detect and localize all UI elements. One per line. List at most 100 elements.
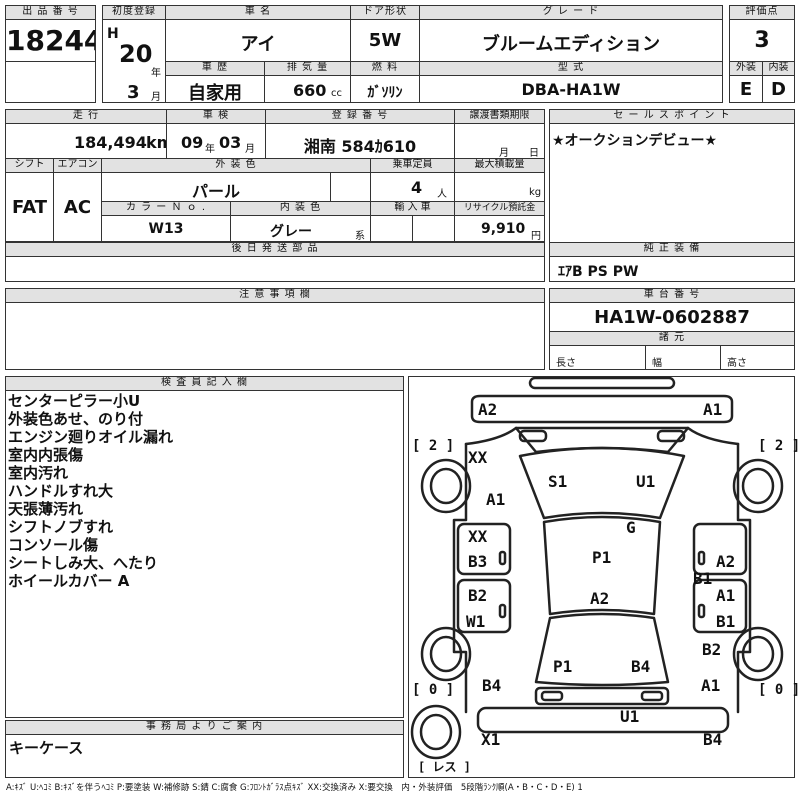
transfer-month-unit: 月 <box>499 148 509 159</box>
recycle-fee: 9,910 <box>481 221 526 237</box>
ext-grade-header: 外装 <box>729 61 763 76</box>
model-box: DBA-HA1W <box>419 75 723 103</box>
length-box: 長さ <box>549 345 646 370</box>
int-color-suffix: 系 <box>355 231 365 242</box>
remark-line: シートしみ大、へたり <box>8 554 159 572</box>
transfer-day-unit: 日 <box>529 148 539 159</box>
remark-line: ホイールカバー A <box>8 572 130 590</box>
later-parts-header: 後 日 発 送 部 品 <box>5 242 545 257</box>
grade-box: ブルームエディション <box>419 19 723 62</box>
length-label: 長さ <box>556 358 576 369</box>
ext-color: パール <box>191 182 240 201</box>
int-color-box: グレー 系 <box>230 215 371 242</box>
capacity-header: 乗車定員 <box>370 158 455 173</box>
history: 自家用 <box>188 83 242 104</box>
inspection-month-unit: 月 <box>245 144 255 155</box>
recycle-header: リサイクル預託金 <box>454 201 545 216</box>
displacement-header: 排 気 量 <box>264 61 351 76</box>
height-label: 高さ <box>727 358 747 369</box>
inspection-year: 09 <box>181 133 204 152</box>
color-no-box: W13 <box>101 215 231 242</box>
remark-line: 室内内張傷 <box>8 446 84 464</box>
equipment: ｴｱB PS PW <box>558 264 639 280</box>
import-box-a <box>370 215 413 242</box>
office-box: キーケース <box>5 734 404 778</box>
ext-grade: E <box>739 79 753 100</box>
grade: ブルームエディション <box>481 34 661 55</box>
ac-box: AC <box>53 172 102 242</box>
lot-number-blank <box>5 61 96 103</box>
damage-mark: G <box>626 518 636 537</box>
remark-line: 天張薄汚れ <box>8 500 84 518</box>
reg-month: 3 <box>127 82 140 103</box>
damage-mark: XX <box>468 448 488 467</box>
color-no: W13 <box>148 221 184 237</box>
lot-number-box: 18244 <box>5 19 96 62</box>
capacity-unit: 人 <box>437 189 447 200</box>
damage-mark: X1 <box>481 730 501 749</box>
damage-mark: A2 <box>478 400 498 419</box>
score: 3 <box>754 28 770 53</box>
damage-mark: B1 <box>716 612 736 631</box>
notes-header: 注 意 事 項 欄 <box>5 288 545 303</box>
max-load-box: kg <box>454 172 545 202</box>
office-note: キーケース <box>9 739 84 757</box>
inspection-box: 09 年 03 月 <box>166 123 266 159</box>
damage-mark: A2 <box>716 552 736 571</box>
damage-mark: B4 <box>703 730 723 749</box>
damage-mark: B4 <box>631 657 651 676</box>
specs-header: 諸 元 <box>549 331 795 346</box>
damage-mark: P1 <box>553 657 573 676</box>
int-grade-box: D <box>762 75 795 103</box>
damage-mark: B4 <box>482 676 502 695</box>
ac-header: エアコン <box>53 158 102 173</box>
tire-tread-rear-left: [ 0 ] <box>412 682 455 698</box>
reg-year: 20 <box>119 40 153 68</box>
fuel: ｶﾞｿﾘﾝ <box>367 85 403 101</box>
plate-number: 湘南 584ｶ610 <box>303 137 417 156</box>
damage-mark: A1 <box>701 676 721 695</box>
air-conditioner: AC <box>63 197 92 218</box>
displacement: 660 <box>293 81 327 100</box>
inspection-year-unit: 年 <box>205 144 215 155</box>
tire-tread-front-left: [ 2 ] <box>412 438 455 454</box>
damage-mark: A1 <box>716 586 736 605</box>
int-color-header: 内 装 色 <box>230 201 371 216</box>
damage-mark: U1 <box>636 472 656 491</box>
fuel-box: ｶﾞｿﾘﾝ <box>350 75 420 103</box>
later-parts-box <box>5 256 545 282</box>
mileage: 184,494 <box>74 133 147 152</box>
plate-box: 湘南 584ｶ610 <box>265 123 455 159</box>
capacity: 4 <box>411 178 423 197</box>
remark-line: ハンドルすれ大 <box>8 482 114 500</box>
chassis-number: HA1W-0602887 <box>594 307 750 328</box>
car-name-box: アイ <box>165 19 351 62</box>
history-header: 車 歴 <box>165 61 265 76</box>
damage-mark: S1 <box>548 472 568 491</box>
capacity-box: 4 人 <box>370 172 455 202</box>
plate-header: 登 録 番 号 <box>265 109 455 124</box>
mileage-box: 184,494 km <box>5 123 173 159</box>
remark-line: 室内汚れ <box>8 464 69 482</box>
import-box-b <box>412 215 455 242</box>
recycle-unit: 円 <box>531 231 541 242</box>
max-load-unit: kg <box>529 187 542 198</box>
damage-mark: B3 <box>468 552 488 571</box>
model-header: 型 式 <box>419 61 723 76</box>
ext-color-header: 外 装 色 <box>101 158 371 173</box>
model: DBA-HA1W <box>521 80 621 99</box>
int-grade: D <box>771 79 786 100</box>
color-no-header: カ ラ ー Ｎ ｏ . <box>101 201 231 216</box>
import-header: 輸 入 車 <box>370 201 455 216</box>
displacement-unit: cc <box>331 88 342 99</box>
damage-mark: A1 <box>703 400 723 419</box>
mileage-header: 走 行 <box>5 109 167 124</box>
shift-box: FAT <box>5 172 54 242</box>
transfer-header: 譲渡書類期限 <box>454 109 545 124</box>
displacement-box: 660 cc <box>264 75 351 103</box>
damage-mark: XX <box>468 527 488 546</box>
lot-number: 18244 <box>6 24 95 57</box>
equipment-box: ｴｱB PS PW <box>549 256 795 282</box>
chassis-header: 車 台 番 号 <box>549 288 795 303</box>
equipment-header: 純 正 装 備 <box>549 242 795 257</box>
